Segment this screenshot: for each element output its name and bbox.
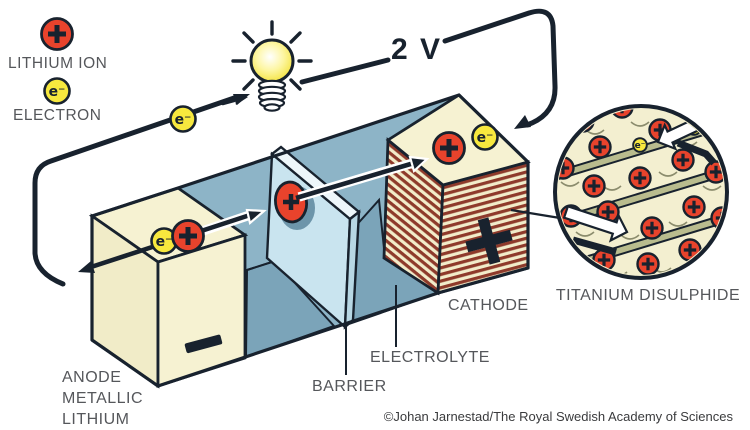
wire-middle <box>299 57 391 85</box>
inset-arrow-shadow-bottom <box>572 236 617 256</box>
credit-text: ©Johan Jarnestad/The Royal Swedish Acade… <box>384 409 734 424</box>
part-labels: ANODE METALLIC LITHIUM BARRIER ELECTROLY… <box>62 285 529 428</box>
anode-minus-terminal <box>184 334 223 354</box>
intercalation-arrow-bottom <box>562 204 629 243</box>
inset-arrow-shadow-top <box>676 139 717 166</box>
legend-electron-label: ELECTRON <box>13 107 101 124</box>
battery-body <box>78 93 531 389</box>
wire-left <box>32 94 240 287</box>
electrolyte-label: ELECTROLYTE <box>370 349 490 366</box>
anode-label-line3: LITHIUM <box>62 411 130 428</box>
legend-electron-token <box>43 77 71 105</box>
arrow-into-bulb <box>220 97 237 106</box>
light-bulb-icon <box>220 20 313 112</box>
wire-right <box>442 8 558 128</box>
voltage-label: 2 V <box>391 33 442 66</box>
anode-label-line2: METALLIC <box>62 390 143 407</box>
anode-label-line1: ANODE <box>62 369 121 386</box>
cathode-label: CATHODE <box>448 297 529 314</box>
barrier-label: BARRIER <box>312 378 387 395</box>
bulb-screw-base <box>257 79 287 112</box>
electron-token-wire <box>169 105 197 133</box>
inset-label: TITANIUM DISULPHIDE <box>556 287 740 304</box>
ion-to-cathode-arrow <box>295 155 430 202</box>
inset-pointer-line <box>510 208 561 220</box>
inset-circle-outline <box>553 104 729 280</box>
cathode-plus-terminal <box>465 217 513 265</box>
electron-token-cathode <box>471 123 499 151</box>
titanium-disulphide-inset: TITANIUM DISULPHIDE <box>510 104 740 304</box>
wire-arrowhead-to-cathode <box>514 115 531 129</box>
arrowhead-into-bulb <box>234 94 248 105</box>
legend: LITHIUM ION ELECTRON <box>8 19 107 124</box>
lithium-ion-token-cathode <box>434 133 465 164</box>
legend-lithium-ion-token <box>42 19 73 50</box>
circuit-wire: 2 V <box>32 8 558 287</box>
anode-block <box>88 186 249 389</box>
bulb-rays <box>231 20 313 91</box>
lithium-ion-token-anode <box>173 221 204 252</box>
legend-lithium-ion-label: LITHIUM ION <box>8 55 107 72</box>
battery-outline <box>90 93 530 388</box>
